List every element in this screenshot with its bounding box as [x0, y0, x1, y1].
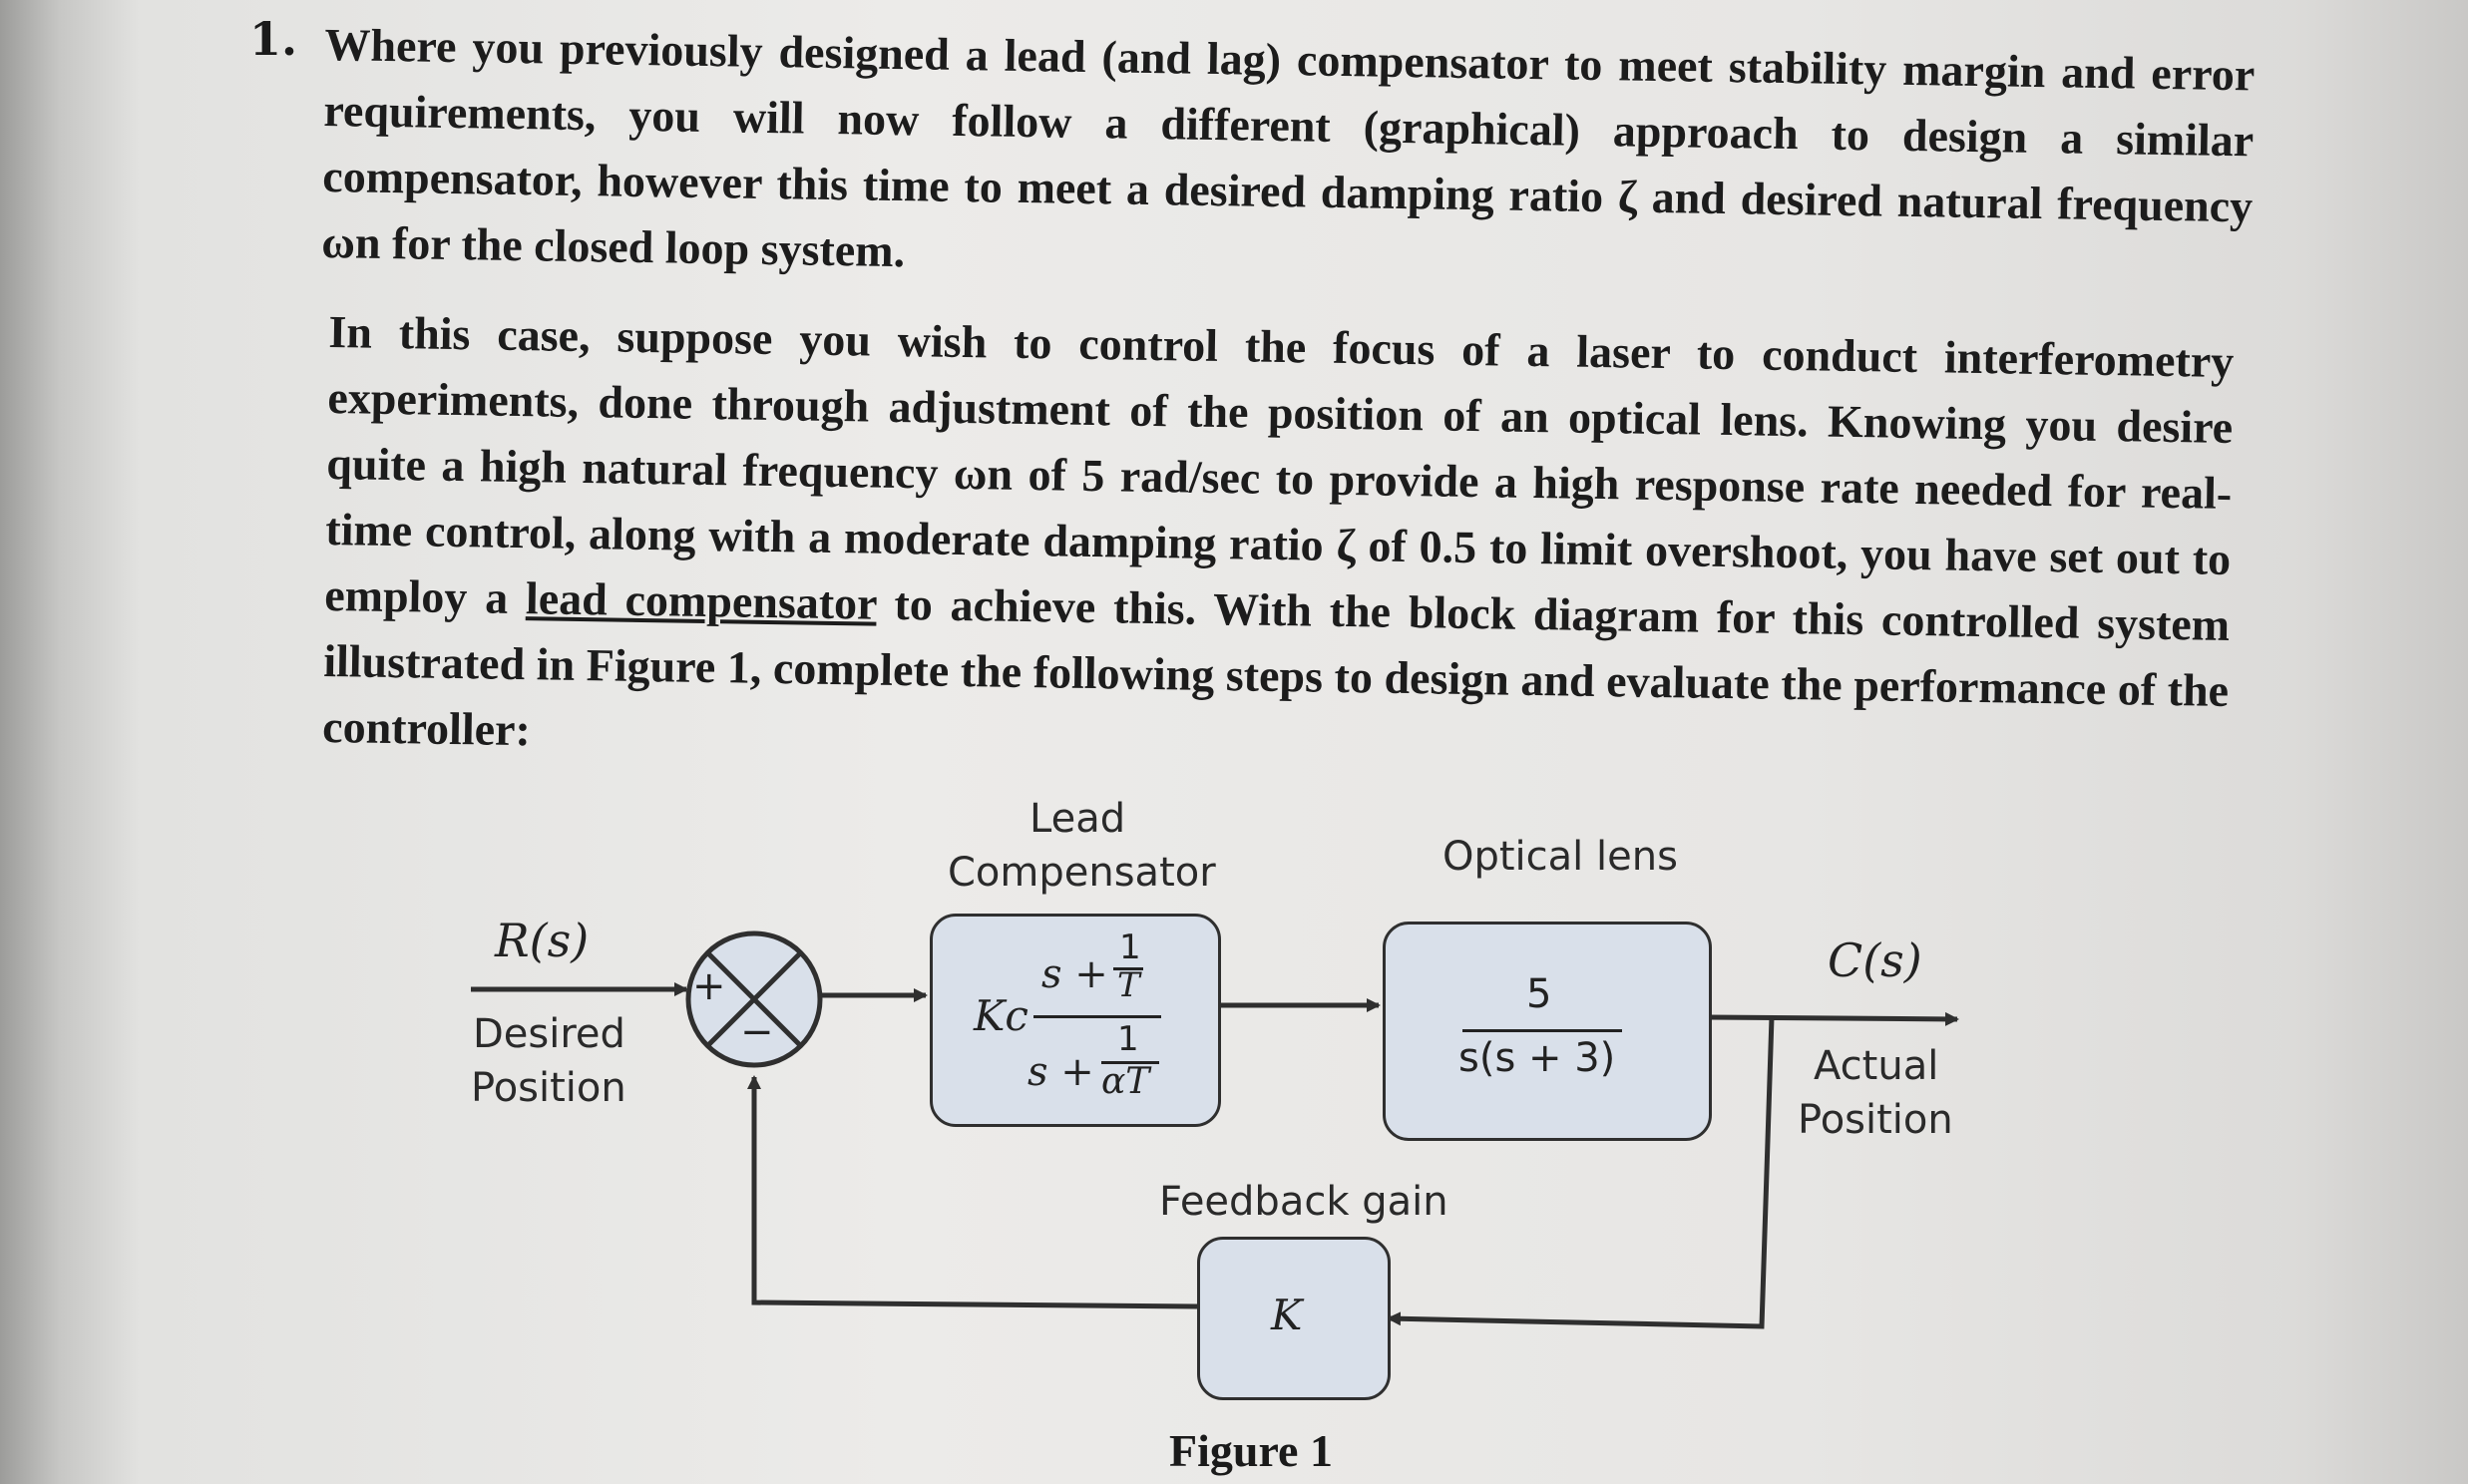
input-symbol: R(s) — [495, 914, 590, 967]
plant-fraction-bar — [1462, 1029, 1622, 1032]
question-number: 1. — [249, 12, 298, 66]
feedback-path-left — [747, 1075, 1198, 1309]
lead-numerator-fraction-bar — [1113, 967, 1143, 970]
lead-denominator-one: 1 — [1117, 1019, 1139, 1059]
sum-plus-sign: + — [692, 963, 726, 1009]
output-label-actual: Actual — [1814, 1043, 1939, 1089]
lead-numerator-s: s + — [1041, 951, 1108, 997]
feedback-gain-k: K — [1271, 1291, 1303, 1339]
lead-title-compensator: Compensator — [948, 850, 1216, 896]
figure-caption: Figure 1 — [1169, 1425, 1333, 1476]
lead-compensator-block — [930, 914, 1221, 1127]
plant-numerator: 5 — [1526, 971, 1552, 1017]
lead-numerator-one: 1 — [1119, 928, 1141, 967]
sum-minus-sign: − — [740, 1009, 774, 1055]
plant-title: Optical lens — [1442, 834, 1678, 880]
output-signal-line — [1707, 1011, 1959, 1026]
plant-denominator: s(s + 3) — [1458, 1035, 1616, 1081]
summing-junction — [685, 930, 823, 1068]
lead-title-lead: Lead — [1029, 796, 1126, 842]
lead-denominator-fraction-bar — [1101, 1061, 1159, 1064]
feedback-path-right — [1387, 1016, 1775, 1329]
lead-main-fraction-bar — [1033, 1015, 1161, 1018]
output-label-position: Position — [1798, 1097, 1953, 1143]
feedback-gain-block — [1197, 1237, 1391, 1400]
lead-denominator-alpha-t: αT — [1101, 1061, 1150, 1102]
lead-denominator-s: s + — [1028, 1049, 1094, 1095]
lead-numerator-t: T — [1117, 965, 1140, 1005]
output-symbol: C(s) — [1828, 933, 1922, 987]
feedback-title: Feedback gain — [1159, 1179, 1448, 1225]
lead-gain-kc: Kc — [974, 991, 1028, 1040]
input-label-desired: Desired — [473, 1011, 625, 1057]
input-label-position: Position — [471, 1065, 626, 1111]
